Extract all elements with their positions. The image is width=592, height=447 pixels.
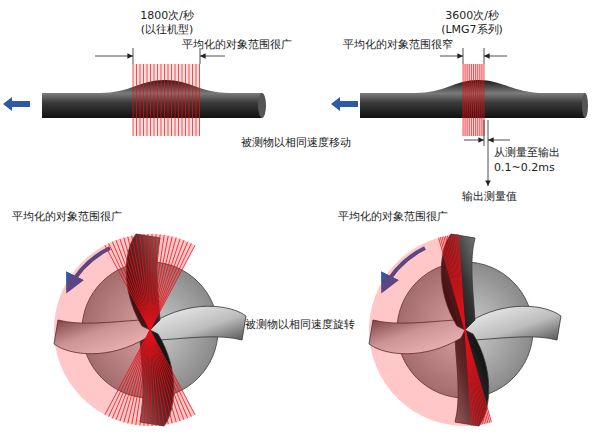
annotation-text: (以往机型) — [141, 23, 194, 36]
averaging-range — [369, 234, 491, 426]
averaging-range — [54, 234, 195, 426]
laser-line — [479, 64, 480, 136]
laser-line — [453, 235, 477, 425]
laser-line — [189, 64, 190, 136]
annotation-text: (LMG7系列) — [441, 23, 503, 36]
rotating-target-old — [54, 234, 246, 426]
laser-line — [171, 64, 172, 136]
annotation-text: 从测量至输出 — [494, 146, 560, 159]
tool-flute — [465, 306, 561, 340]
laser-line — [475, 64, 476, 136]
laser-line — [455, 235, 476, 426]
laser-line — [136, 64, 137, 136]
annotation-text: 平均化的对象范围很广 — [12, 210, 122, 223]
laser-lines — [463, 64, 484, 136]
laser-line — [175, 64, 176, 136]
annotation-text: 平均化的对象范围很广 — [182, 38, 292, 51]
annotation-text: 1800次/秒 — [140, 9, 194, 22]
laser-line — [150, 64, 151, 136]
laser-line — [471, 64, 472, 136]
annotation-text: 0.1~0.2ms — [494, 161, 555, 174]
laser-line — [147, 64, 148, 136]
annotation-text: 输出测量值 — [462, 190, 517, 203]
laser-line — [157, 64, 158, 136]
annotation-text: 被测物以相同速度旋转 — [245, 318, 355, 331]
laser-line — [477, 64, 478, 136]
laser-line — [456, 234, 473, 425]
laser-line — [196, 64, 197, 136]
laser-line — [182, 64, 183, 136]
laser-line — [133, 64, 134, 136]
laser-lines — [105, 234, 195, 426]
laser-line — [105, 245, 195, 415]
annotation-text: 被测物以相同速度移动 — [241, 136, 351, 149]
laser-line — [481, 64, 482, 136]
tool-flute — [150, 306, 246, 340]
annotation-text: 平均化的对象范围很窄 — [343, 38, 453, 51]
laser-line — [168, 64, 169, 136]
moving-target-old — [3, 48, 266, 136]
direction-arrow — [331, 97, 358, 111]
laser-line — [467, 64, 468, 136]
laser-line — [199, 64, 200, 136]
laser-line — [185, 64, 186, 136]
laser-line — [451, 235, 479, 425]
laser-line — [473, 64, 474, 136]
rotating-target-new — [369, 234, 561, 426]
moving-target-new — [331, 48, 588, 186]
laser-line — [469, 64, 470, 136]
laser-line — [140, 64, 141, 136]
laser-line — [458, 234, 471, 426]
direction-arrow — [3, 97, 30, 111]
laser-line — [463, 64, 464, 136]
laser-line — [178, 64, 179, 136]
laser-line — [164, 64, 165, 136]
laser-lines — [439, 234, 492, 426]
laser-line — [105, 245, 195, 415]
laser-line — [143, 64, 144, 136]
laser-lines — [133, 64, 200, 136]
laser-line — [161, 64, 162, 136]
laser-line — [465, 64, 466, 136]
annotation-text: 3600次/秒 — [445, 9, 499, 22]
laser-line — [154, 64, 155, 136]
laser-line — [192, 64, 193, 136]
annotation-text: 平均化的对象范围很广 — [338, 210, 448, 223]
